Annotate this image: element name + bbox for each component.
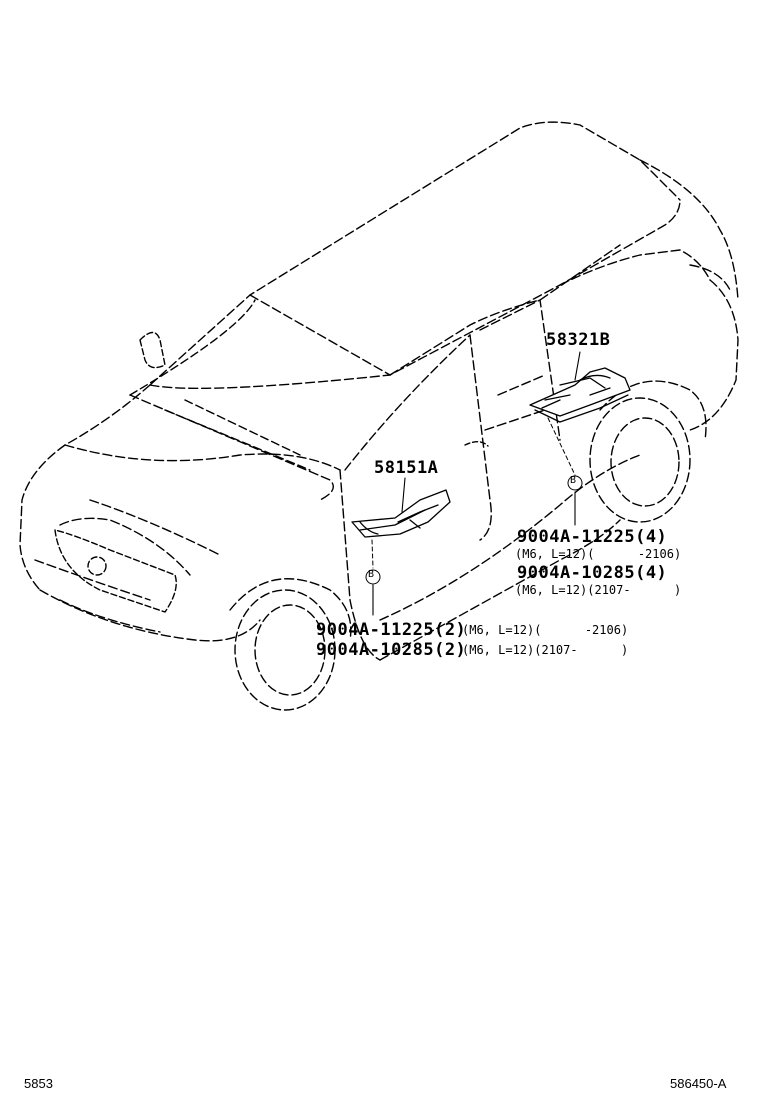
footer-left-code: 5853 [24,1076,53,1091]
front-wheel [229,578,352,711]
front-bolt-1-part: 9004A-11225(2) [316,620,467,640]
front-bolt-2-part: 9004A-10285(2) [316,640,467,660]
body-side [339,159,739,661]
front-bolt-1-spec: (M6, L=12)( -2106) [462,623,629,637]
windshield [129,299,311,471]
fastener-markers [365,475,583,585]
leader-lines [372,351,581,616]
rear-bolt-1-spec: (M6, L=12)( -2106) [515,547,682,561]
rear-bolt-1-part: 9004A-11225(4) [517,527,668,547]
front-step-panel [351,489,451,538]
part-number-front-panel: 58151A [374,458,439,478]
front-fastener-symbol: B [368,569,375,580]
front-bolt-2-spec: (M6, L=12)(2107- ) [462,643,629,657]
footer-right-code: 586450-A [670,1076,727,1091]
grille [54,529,177,613]
part-number-rear-panel: 58321B [546,330,611,350]
side-mirror [139,331,166,369]
fastener-lines [371,417,576,569]
rear-step-panel [529,367,631,423]
rear-bolt-2-part: 9004A-10285(4) [517,563,668,583]
roof-outline [149,121,681,390]
rear-bolt-2-spec: (M6, L=12)(2107- ) [515,583,682,597]
rear-wheel [589,380,707,523]
hood-front-outline [19,384,341,642]
rear-fastener-symbol: B [570,475,577,486]
